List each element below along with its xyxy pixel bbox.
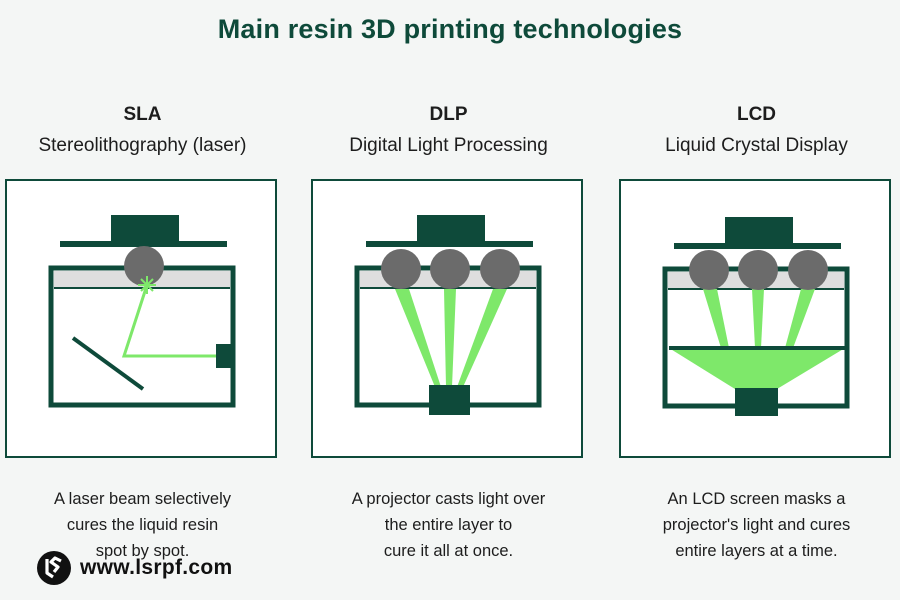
build-platform-block — [111, 215, 179, 243]
printed-part — [689, 250, 729, 290]
light-ray-center — [752, 289, 764, 348]
light-ray-right — [457, 289, 507, 387]
light-ray-left — [703, 289, 729, 348]
description-line: A projector casts light over — [351, 490, 546, 508]
dlp-diagram — [354, 215, 542, 415]
description-lcd: An LCD screen masks a projector's light … — [619, 486, 894, 564]
heading-dlp: DLP — [429, 104, 468, 125]
description-line: entire layers at a time. — [675, 542, 838, 560]
build-platform-arm — [366, 241, 533, 247]
laser-source — [216, 344, 231, 368]
projector — [429, 385, 470, 415]
heading-lcd: LCD — [736, 104, 777, 125]
sla-diagram-panel — [5, 179, 277, 458]
heading-sla: SLA — [123, 104, 162, 125]
description-line: spot by spot. — [95, 542, 190, 560]
laser-spot-icon — [138, 276, 156, 294]
lcd-diagram-panel — [619, 179, 891, 458]
light-ray-right — [785, 289, 815, 348]
light-ray-left — [395, 289, 441, 387]
build-platform-arm — [60, 241, 227, 247]
sla-diagram — [48, 215, 236, 408]
subheading-lcd: Liquid Crystal Display — [665, 135, 848, 156]
printed-part — [480, 249, 520, 289]
subheading-dlp: Digital Light Processing — [349, 135, 548, 156]
printed-part — [381, 249, 421, 289]
lcd-light-cone — [669, 348, 845, 389]
description-line: An LCD screen masks a — [667, 490, 846, 508]
subheading-sla: Stereolithography (laser) — [38, 135, 247, 156]
dlp-diagram-panel — [311, 179, 583, 458]
page-title: Main resin 3D printing technologies — [217, 14, 683, 44]
light-source — [735, 388, 778, 416]
description-dlp: A projector casts light over the entire … — [311, 486, 586, 564]
description-line: projector's light and cures — [662, 516, 851, 534]
printed-part — [124, 246, 164, 286]
laser-beam — [121, 284, 220, 358]
description-sla: A laser beam selectively cures the liqui… — [5, 486, 280, 564]
website-url: www.lsrpf.com — [80, 556, 233, 579]
printed-part — [430, 249, 470, 289]
lsrpf-logo-icon — [37, 551, 71, 585]
light-ray-center — [444, 289, 456, 387]
build-platform-arm — [674, 243, 841, 249]
description-line: cure it all at once. — [383, 542, 514, 560]
printed-part — [788, 250, 828, 290]
description-line: cures the liquid resin — [66, 516, 219, 534]
printed-part — [738, 250, 778, 290]
build-platform-block — [725, 217, 793, 245]
build-platform-block — [417, 215, 485, 243]
description-line: A laser beam selectively — [54, 490, 231, 508]
lcd-diagram — [662, 217, 850, 416]
galvo-mirror — [71, 336, 145, 391]
description-line: the entire layer to — [384, 516, 513, 534]
footer-branding: www.lsrpf.com — [36, 547, 232, 589]
